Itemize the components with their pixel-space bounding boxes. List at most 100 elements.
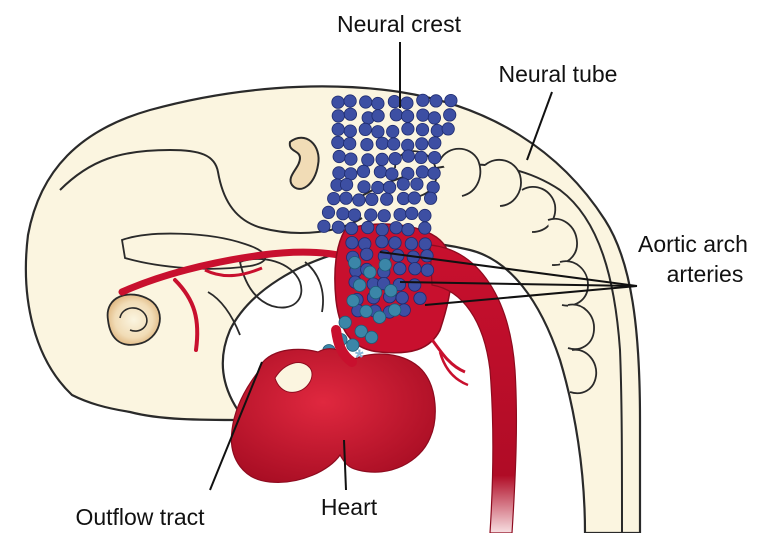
cell-dot (332, 221, 344, 233)
label-outflow-tract: Outflow tract (75, 504, 205, 530)
cell-dot (388, 95, 400, 107)
cell-dot (372, 126, 384, 138)
cell-dot (428, 151, 440, 163)
cell-dot (349, 257, 361, 269)
cell-dot (344, 108, 356, 120)
cell-dot (332, 110, 344, 122)
cell-dot (417, 109, 429, 121)
cell-dot (345, 222, 357, 234)
cell-dot (322, 206, 334, 218)
cell-dot (362, 154, 374, 166)
cell-dot (332, 136, 344, 148)
cell-dot (333, 150, 345, 162)
asterisk-marker: * (355, 345, 364, 370)
cell-dot (415, 151, 427, 163)
cell-dot (346, 237, 358, 249)
cell-dot (379, 259, 391, 271)
cell-dot (378, 210, 390, 222)
cell-dot (390, 109, 402, 121)
cell-dot (389, 304, 401, 316)
cell-dot (347, 294, 359, 306)
cell-dot (318, 220, 330, 232)
cell-dot (397, 178, 409, 190)
cell-dot (376, 153, 388, 165)
cell-dot (394, 208, 406, 220)
cell-dot (401, 110, 413, 122)
cell-dot (372, 110, 384, 122)
cell-dot (431, 124, 443, 136)
cell-dot (411, 178, 423, 190)
cell-dot (337, 208, 349, 220)
cell-dot (421, 250, 433, 262)
cell-dot (408, 192, 420, 204)
cell-dot (428, 167, 440, 179)
cell-dot (353, 194, 365, 206)
cell-dot (362, 221, 374, 233)
cell-dot (360, 305, 372, 317)
cell-dot (332, 123, 344, 135)
cell-dot (409, 263, 421, 275)
cell-dot (416, 166, 428, 178)
cell-dot (428, 112, 440, 124)
cell-dot (332, 96, 344, 108)
cell-dot (389, 152, 401, 164)
cell-dot (444, 109, 456, 121)
cell-dot (442, 123, 454, 135)
cell-dot (416, 138, 428, 150)
cell-dot (383, 181, 395, 193)
cell-dot (344, 125, 356, 137)
cell-dot (402, 223, 414, 235)
cell-dot (372, 181, 384, 193)
cell-dot (419, 209, 431, 221)
cell-dot (405, 238, 417, 250)
heart (231, 349, 435, 483)
cell-dot (386, 168, 398, 180)
cell-dot (376, 236, 388, 248)
cell-dot (366, 193, 378, 205)
cell-dot (374, 166, 386, 178)
cell-dot (328, 192, 340, 204)
cell-dot (340, 192, 352, 204)
cell-dot (365, 331, 377, 343)
cell-dot (445, 94, 457, 106)
cell-dot (402, 123, 414, 135)
label-neural-tube: Neural tube (499, 61, 618, 87)
cell-dot (421, 264, 433, 276)
eye (108, 294, 160, 344)
cell-dot (387, 125, 399, 137)
cell-dot (370, 286, 382, 298)
cell-dot (359, 123, 371, 135)
cell-dot (357, 165, 369, 177)
cell-dot (333, 167, 345, 179)
cell-dot (360, 96, 372, 108)
cell-dot (401, 97, 413, 109)
cell-dot (344, 95, 356, 107)
cell-dot (429, 137, 441, 149)
label-aortic-arch-line2: arteries (667, 261, 744, 287)
cell-dot (427, 181, 439, 193)
cell-dot (406, 207, 418, 219)
cell-dot (344, 137, 356, 149)
cell-dot (354, 279, 366, 291)
cell-dot (388, 138, 400, 150)
cell-dot (385, 285, 397, 297)
cell-dot (414, 292, 426, 304)
cell-dot (364, 266, 376, 278)
cell-dot (419, 238, 431, 250)
cell-dot (372, 97, 384, 109)
cell-dot (394, 262, 406, 274)
cell-dot (340, 178, 352, 190)
cell-dot (361, 248, 373, 260)
cell-dot (376, 223, 388, 235)
cell-dot (361, 138, 373, 150)
cell-dot (373, 311, 385, 323)
cell-dot (345, 153, 357, 165)
cell-dot (376, 137, 388, 149)
cell-dot (424, 192, 436, 204)
cell-dot (365, 209, 377, 221)
cell-dot (396, 292, 408, 304)
cell-dot (417, 94, 429, 106)
cell-dot (390, 222, 402, 234)
cell-dot (358, 181, 370, 193)
